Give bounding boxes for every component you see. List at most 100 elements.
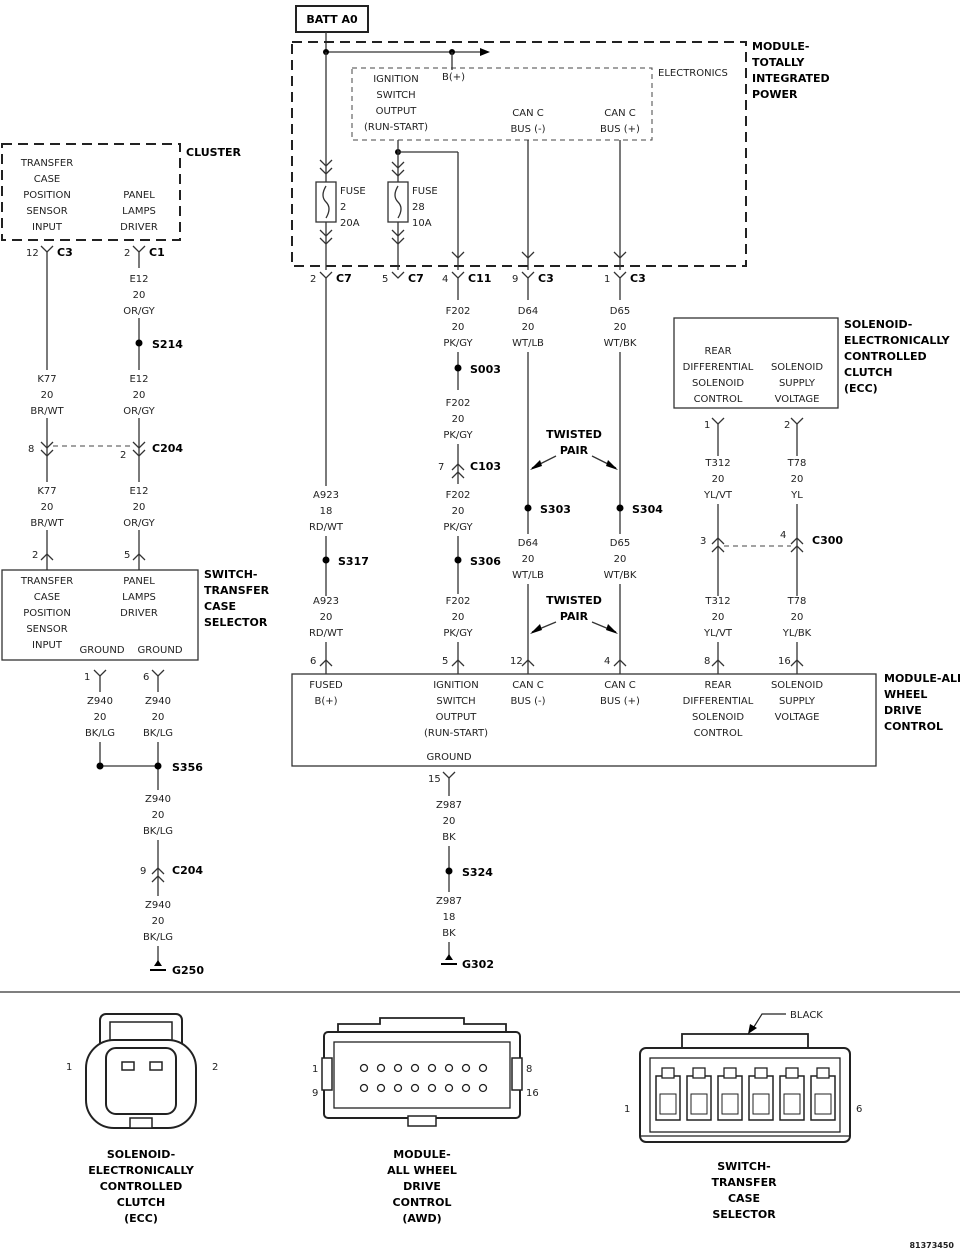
svg-text:E12: E12 [129,486,148,497]
selector-pin-terminal [659,1093,677,1115]
cluster-panel-label: PANEL LAMPS DRIVER [120,190,158,233]
splice-s317: S317 [338,555,369,568]
awd-pin-hole [359,1063,369,1073]
svg-text:RD/WT: RD/WT [309,628,344,639]
svg-text:CASE: CASE [204,600,236,613]
wire-a923b: A923 20 RD/WT [309,596,344,639]
svg-text:DRIVER: DRIVER [120,222,158,233]
awd-rear-label: REAR DIFFERENTIAL SOLENOID CONTROL [683,680,754,739]
awd-face-pin-1: 1 [312,1064,318,1075]
svg-text:Z987: Z987 [436,800,462,811]
svg-text:CONTROL: CONTROL [884,720,943,733]
c204a-connector: 8 2 C204 [28,442,183,461]
awd-pin-hole [410,1063,420,1073]
svg-text:Z940: Z940 [145,794,171,805]
svg-text:TRANSFER: TRANSFER [711,1176,777,1189]
svg-text:20: 20 [152,810,165,821]
svg-text:BR/WT: BR/WT [30,406,64,417]
awd-module-box [291,673,877,767]
splice-s324: S324 [462,866,493,879]
electronics-box [351,67,653,141]
svg-text:C3: C3 [57,246,73,259]
svg-text:SWITCH: SWITCH [436,696,475,707]
svg-text:2: 2 [120,450,126,461]
svg-text:F202: F202 [446,306,471,317]
svg-text:CONTROLLED: CONTROLLED [844,350,927,363]
svg-text:BK: BK [442,928,456,939]
splice-s003: S003 [470,363,501,376]
awd-face-title: MODULE- ALL WHEEL DRIVE CONTROL (AWD) [387,1148,457,1225]
svg-text:C7: C7 [408,272,424,285]
awd-pin-4: 4 [604,656,610,667]
svg-text:YL/VT: YL/VT [703,628,733,639]
svg-text:SOLENOID: SOLENOID [692,712,744,723]
awd-pin-6: 6 [310,656,316,667]
svg-text:C204: C204 [172,864,203,877]
svg-text:POSITION: POSITION [23,608,71,619]
svg-text:20: 20 [614,554,627,565]
selector-pin-latch [754,1067,768,1079]
svg-text:TRANSFER: TRANSFER [204,584,270,597]
svg-text:18: 18 [320,506,333,517]
batt-box [295,5,369,33]
svg-text:INPUT: INPUT [32,640,63,651]
svg-text:T312: T312 [704,596,730,607]
tipm-ign-label: IGNITION SWITCH OUTPUT (RUN-START) [364,74,428,133]
svg-text:BK/LG: BK/LG [143,932,173,943]
svg-text:20: 20 [152,712,165,723]
awd-pin-hole [461,1083,471,1093]
svg-text:PANEL: PANEL [123,576,155,587]
ecc-module-box [673,317,839,409]
svg-text:F202: F202 [446,398,471,409]
svg-text:SWITCH: SWITCH [376,90,415,101]
awd-supply-label: SOLENOID SUPPLY VOLTAGE [771,680,823,723]
svg-text:B(+): B(+) [314,696,337,707]
svg-text:DIFFERENTIAL: DIFFERENTIAL [683,696,754,707]
ecc-face-pin-2: 2 [212,1062,218,1073]
svg-text:K77: K77 [37,374,56,385]
svg-text:RD/WT: RD/WT [309,522,344,533]
selector-gnd1: GROUND [79,645,124,656]
svg-text:WT/LB: WT/LB [512,338,544,349]
ecc-face-title: SOLENOID- ELECTRONICALLY CONTROLLED CLUT… [88,1148,195,1225]
c7b-connector: 5 C7 [382,271,424,285]
awd-ground-label: GROUND [426,752,471,763]
svg-text:CAN C: CAN C [512,108,543,119]
tipm-module-box [291,41,747,267]
svg-text:20: 20 [133,390,146,401]
svg-text:CLUTCH: CLUTCH [844,366,892,379]
wire-e12b: E12 20 OR/GY [123,374,155,417]
awd-ign-label: IGNITION SWITCH OUTPUT (RUN-START) [424,680,488,739]
svg-text:C11: C11 [468,272,491,285]
ground-g250-icon [150,960,166,971]
selector-pin-latch [661,1067,675,1079]
svg-text:12: 12 [26,248,39,259]
svg-text:2: 2 [310,274,316,285]
svg-text:YL: YL [790,490,803,501]
selector-pin-terminal [721,1093,739,1115]
svg-text:OUTPUT: OUTPUT [436,712,478,723]
svg-text:CAN C: CAN C [512,680,543,691]
splice-s356: S356 [172,761,203,774]
svg-text:SWITCH-: SWITCH- [717,1160,771,1173]
svg-text:REAR: REAR [704,680,731,691]
cl-c3-connector: 12 C3 [26,245,73,259]
c300-connector: 3 4 C300 [700,530,843,547]
selector-connector-face-icon [639,1033,851,1143]
svg-text:A923: A923 [313,596,339,607]
svg-text:CONTROL: CONTROL [694,394,743,405]
awd-canp-label: CAN C BUS (+) [600,680,640,707]
svg-text:BUS (-): BUS (-) [510,124,545,135]
awd-pin-hole [359,1083,369,1093]
svg-text:ELECTRONICALLY: ELECTRONICALLY [88,1164,195,1177]
electronics-label: ELECTRONICS [658,68,728,79]
svg-text:(ECC): (ECC) [844,382,878,395]
selector-pin-latch [723,1067,737,1079]
awd-face-pin-9: 9 [312,1088,318,1099]
svg-text:D65: D65 [610,538,630,549]
twisted-pair-2: TWISTED PAIR [530,594,618,634]
sel-pin-6: 6 [143,672,149,683]
awd-pin-grid [359,1063,488,1093]
svg-text:8: 8 [28,444,34,455]
wire-e12c: E12 20 OR/GY [123,486,155,529]
